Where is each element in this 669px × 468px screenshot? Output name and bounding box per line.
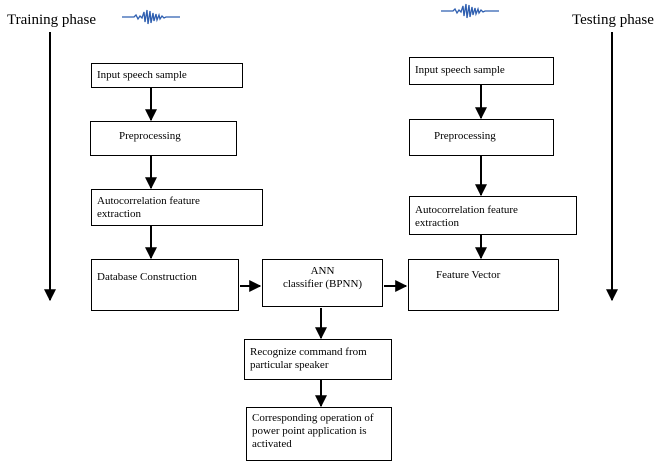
recognize-label-line2: particular speaker bbox=[250, 359, 329, 371]
classifier-label-line1: ANN bbox=[310, 265, 335, 277]
classifier-label-line2: classifier (BPNN) bbox=[282, 278, 363, 290]
test-input-box: Input speech sample bbox=[409, 57, 554, 85]
operation-label-line3: activated bbox=[252, 438, 292, 450]
testing-phase-label: Testing phase bbox=[572, 12, 654, 28]
train-preprocessing-label: Preprocessing bbox=[119, 130, 181, 142]
speech-waveform-icon bbox=[441, 3, 499, 19]
training-phase-label: Training phase bbox=[7, 12, 97, 28]
ann-classifier-box: ANN classifier (BPNN) bbox=[262, 259, 383, 307]
test-input-label: Input speech sample bbox=[415, 64, 505, 76]
test-feature-label-line1: Autocorrelation feature bbox=[415, 204, 518, 216]
train-input-box: Input speech sample bbox=[91, 63, 243, 88]
operation-label-line2: power point application is bbox=[252, 425, 367, 437]
train-preprocessing-box: Preprocessing bbox=[90, 121, 237, 156]
train-input-label: Input speech sample bbox=[97, 69, 187, 81]
recognize-label-line1: Recognize command from bbox=[250, 346, 367, 358]
feature-vector-box: Feature Vector bbox=[408, 259, 559, 311]
test-preprocessing-box: Preprocessing bbox=[409, 119, 554, 156]
speech-waveform-icon bbox=[122, 9, 180, 25]
train-feature-label-line1: Autocorrelation feature bbox=[97, 195, 200, 207]
recognize-command-box: Recognize command from particular speake… bbox=[244, 339, 392, 380]
database-construction-label: Database Construction bbox=[97, 271, 197, 283]
test-feature-label-line2: extraction bbox=[415, 217, 459, 229]
test-feature-box: Autocorrelation feature extraction bbox=[409, 196, 577, 235]
operation-label-line1: Corresponding operation of bbox=[252, 412, 374, 424]
train-feature-label-line2: extraction bbox=[97, 208, 141, 220]
feature-vector-label: Feature Vector bbox=[436, 269, 501, 281]
train-feature-box: Autocorrelation feature extraction bbox=[91, 189, 263, 226]
operation-activated-box: Corresponding operation of power point a… bbox=[246, 407, 392, 461]
test-preprocessing-label: Preprocessing bbox=[434, 130, 496, 142]
database-construction-box: Database Construction bbox=[91, 259, 239, 311]
